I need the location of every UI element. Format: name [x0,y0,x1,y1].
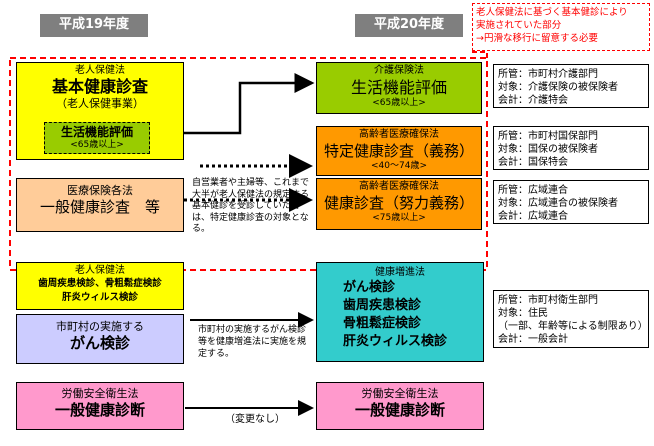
promotion-items: がん検診 歯周疾患検診 骨粗鬆症検診 肝炎ウィルス検診 [317,279,483,351]
top-note-line3: →円滑な移行に留意する必要 [476,33,598,44]
care-law-label: 介護保険法 [374,65,424,76]
specific-title: 特定健康診査（義務） [323,142,474,160]
promotion-item: がん検診 [343,280,396,295]
arrow-to-care [150,73,315,135]
elderly-screening-line2: 肝炎ウィルス検診 [61,292,138,303]
top-note: 老人保健法に基づく基本健診により 実施されていた部分 →円滑な移行に留意する必要 [472,3,650,51]
health-info-line: 会計：広域連合 [498,211,568,222]
care-info-box: 所管：市町村介護部門 対象：介護保険の被保険者 会計：介護特会 [493,64,649,108]
top-note-line1: 老人保健法に基づく基本健診により [476,7,628,18]
care-age: <65歳以上> [372,98,426,108]
labor-right-title: 一般健康診断 [354,401,445,419]
specific-info-box: 所管：市町村国保部門 対象：国保の被保険者 会計：国保特会 [493,126,649,170]
specific-age: <40～74歳> [371,161,427,171]
care-info-line: 対象：介護保険の被保険者 [498,82,618,93]
health-check-box: 高齢者医療確保法 健康診査（努力義務） <75歳以上> [316,178,482,230]
labor-left-title: 一般健康診断 [54,401,145,419]
health-age: <75歳以上> [372,213,426,223]
elderly-law-label: 老人保健法 [75,65,125,76]
labor-box-left: 労働安全衛生法 一般健康診断 [16,382,184,430]
promotion-info-box: 所管：市町村衛生部門 対象：住民 （一部、年齢等による制限あり） 会計：一般会計 [493,290,649,348]
health-law-label: 高齢者医療確保法 [359,181,439,192]
promotion-item: 骨粗鬆症検診 [343,316,422,331]
header-left: 平成19年度 [40,14,148,37]
health-info-line: 所管：広域連合 [498,185,568,196]
care-box: 介護保険法 生活機能評価 <65歳以上> [316,62,482,114]
promotion-item: 歯周疾患検診 [343,298,422,313]
promotion-info-line: 所管：市町村衛生部門 [498,295,598,306]
specific-info-line: 会計：国保特会 [498,157,568,168]
elderly-subtitle: （老人保健事業） [56,97,144,110]
labor-left-law-label: 労働安全衛生法 [61,387,139,400]
insurance-law-label: 医療保険各法 [67,184,133,197]
inner-function-eval-box: 生活機能評価 <65歳以上> [44,122,150,154]
health-info-line: 対象：広域連合の被保険者 [498,198,618,209]
insurance-title: 一般健康診査 等 [39,198,160,216]
promotion-box: 健康増進法 がん検診 歯周疾患検診 骨粗鬆症検診 肝炎ウィルス検診 [316,262,484,362]
specific-info-line: 対象：国保の被保険者 [498,144,598,155]
top-note-line2: 実施されていた部分 [476,20,562,31]
promotion-info-line: 会計：一般会計 [498,334,568,345]
promotion-law-label: 健康増進法 [375,267,425,278]
labor-right-law-label: 労働安全衛生法 [361,387,439,400]
municipal-law-label: 市町村の実施する [56,320,144,333]
care-info-line: 会計：介護特会 [498,95,568,106]
note-leader-line [470,51,488,58]
labor-box-right: 労働安全衛生法 一般健康診断 [316,382,484,430]
care-info-line: 所管：市町村介護部門 [498,69,598,80]
promotion-info-line: 対象：住民 [498,308,548,319]
health-info-box: 所管：広域連合 対象：広域連合の被保険者 会計：広域連合 [493,180,649,224]
inner-function-eval-title: 生活機能評価 [60,125,133,139]
specific-info-line: 所管：市町村国保部門 [498,131,598,142]
municipal-title: がん検診 [69,334,130,352]
inner-function-eval-age: <65歳以上> [70,140,124,150]
elderly-screening-line1: 歯周疾患検診、骨粗鬆症検診 [38,278,162,289]
promotion-info-line: （一部、年齢等による制限あり） [498,321,648,332]
transition-dashed-region [9,57,488,271]
care-title: 生活機能評価 [350,78,447,97]
promotion-note: 市町村の実施するがん検診等を健康増進法に実施を規定する。 [198,325,307,359]
specific-box: 高齢者医療確保法 特定健康診査（義務） <40～74歳> [316,126,482,176]
municipal-cancer-box: 市町村の実施する がん検診 [16,314,184,364]
promotion-item: 肝炎ウィルス検診 [343,334,448,349]
elderly-title: 基本健康診査 [51,77,148,96]
elderly-screening-law-label: 老人保健法 [75,265,125,276]
unchanged-note: （変更なし） [225,414,285,425]
insurance-box: 医療保険各法 一般健康診査 等 [16,178,184,232]
elderly-screening-box: 老人保健法 歯周疾患検診、骨粗鬆症検診 肝炎ウィルス検診 [16,262,184,310]
health-title: 健康診査（努力義務） [323,194,474,212]
transition-note: 自営業者や主婦等、これまで大半が老人保健法の規定する基本健診を受診していた者は、… [192,178,310,234]
header-right: 平成20年度 [355,14,463,37]
elderly-health-box: 老人保健法 基本健康診査 （老人保健事業） [16,62,184,160]
specific-law-label: 高齢者医療確保法 [359,129,439,140]
